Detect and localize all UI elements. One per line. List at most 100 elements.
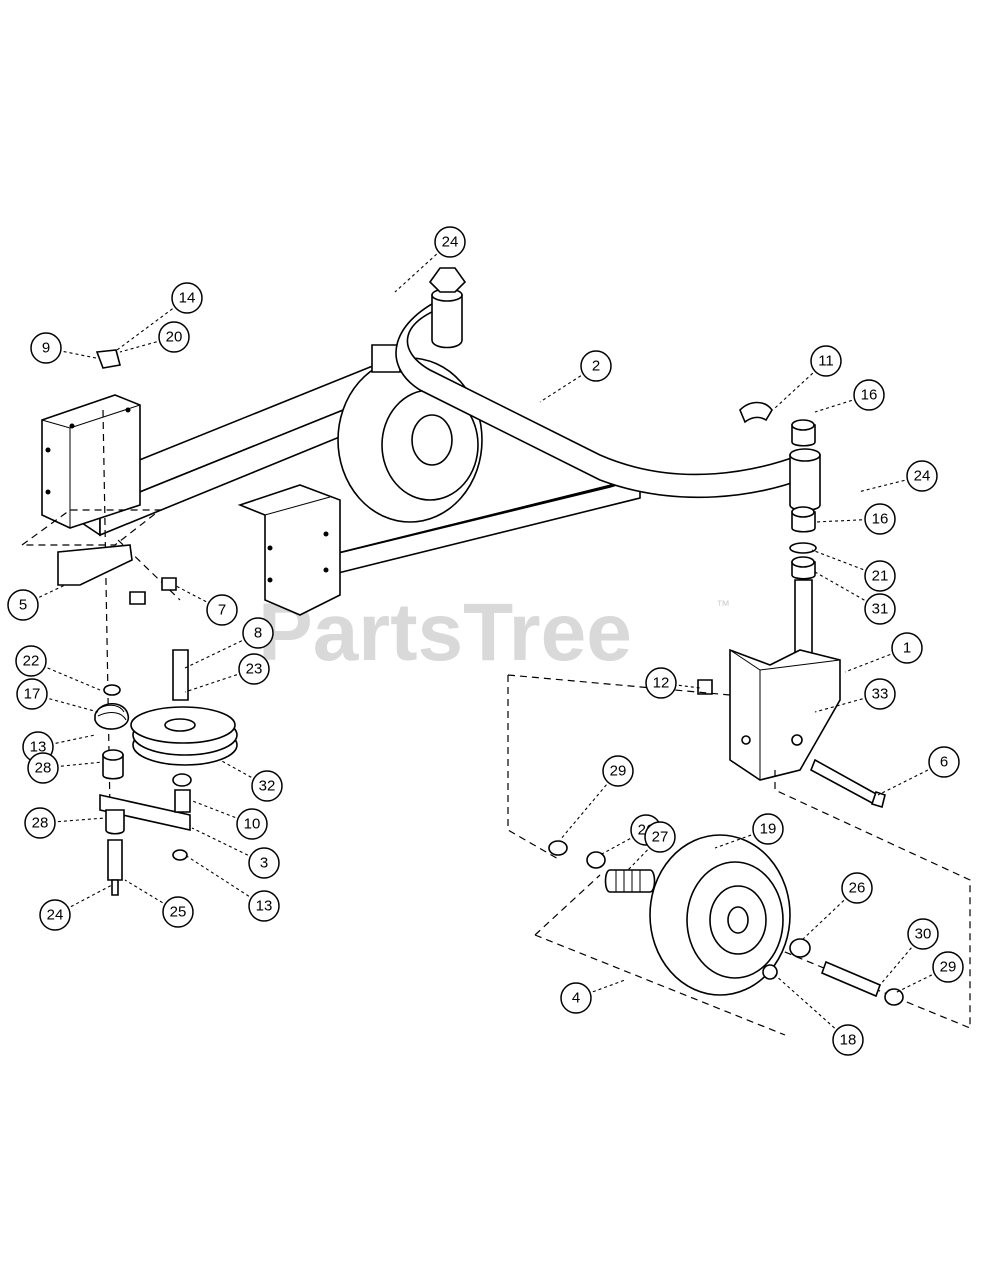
callout-number: 24 [914, 468, 931, 485]
callout-7: 7 [175, 585, 238, 626]
callout-circle [158, 321, 190, 353]
callout-3: 3 [191, 827, 280, 879]
callout-31: 31 [814, 571, 896, 625]
callout-number: 5 [19, 597, 27, 614]
callout-circle [864, 560, 896, 592]
callout-16: 16 [814, 379, 885, 413]
callout-number: 6 [940, 754, 948, 771]
left-bracket [41, 394, 141, 529]
callout-number: 1 [903, 640, 911, 657]
callout-number: 30 [915, 926, 932, 943]
callout-circle [932, 951, 964, 983]
callout-20: 20 [119, 321, 190, 353]
callout-29: 29 [559, 755, 634, 841]
callout-30: 30 [879, 918, 939, 986]
callout-leader [124, 879, 179, 913]
callout-leader [774, 974, 849, 1041]
callout-number: 7 [218, 602, 226, 619]
callout-number: 23 [246, 661, 263, 678]
callout-1: 1 [844, 632, 923, 673]
callout-number: 3 [260, 855, 268, 872]
callout-33: 33 [814, 678, 896, 713]
callout-circle [30, 332, 62, 364]
callout-circle [39, 899, 71, 931]
callout-circle [248, 890, 280, 922]
callout-9: 9 [30, 332, 97, 364]
callout-leader [814, 518, 881, 523]
callout-circle [171, 282, 203, 314]
callout-14: 14 [116, 282, 203, 351]
callout-circle [907, 918, 939, 950]
callout-circle [7, 589, 39, 621]
callout-32: 32 [219, 759, 283, 802]
callout-22: 22 [15, 645, 101, 691]
callout-circle [928, 746, 960, 778]
callout-number: 2 [592, 358, 600, 375]
callout-circle [242, 617, 274, 649]
callout-number: 24 [47, 907, 64, 924]
callout-17: 17 [16, 678, 99, 713]
callout-number: 27 [652, 829, 669, 846]
pulley [130, 706, 238, 766]
callout-27: 27 [627, 821, 676, 871]
callout-13: 13 [184, 854, 280, 922]
callout-leader [857, 475, 923, 493]
callout-circle [580, 350, 612, 382]
callout-number: 22 [23, 653, 40, 670]
callout-leader [844, 647, 908, 673]
callout-5: 5 [7, 584, 66, 621]
callout-8: 8 [184, 617, 274, 669]
callout-circle [602, 755, 634, 787]
callout-circle [853, 379, 885, 411]
callout-24: 24 [39, 884, 113, 931]
callout-circle [832, 1024, 864, 1056]
callout-leader [54, 884, 113, 916]
callout-number: 19 [760, 821, 777, 838]
callout-number: 26 [849, 880, 866, 897]
callout-number: 8 [254, 625, 262, 642]
callout-25: 25 [124, 879, 194, 928]
callout-11: 11 [774, 345, 842, 409]
callout-circle [236, 808, 268, 840]
callout-circle [27, 752, 59, 784]
callout-leader [184, 854, 265, 907]
callout-23: 23 [184, 653, 270, 693]
callout-circle [238, 653, 270, 685]
callout-number: 13 [256, 898, 273, 915]
callout-circle [644, 821, 676, 853]
callout-circle [560, 982, 592, 1014]
callout-number: 16 [872, 511, 889, 528]
callout-circle [16, 678, 48, 710]
callout-number: 28 [35, 760, 52, 777]
callout-number: 18 [840, 1032, 857, 1049]
callout-circle [752, 813, 784, 845]
callout-circle [864, 678, 896, 710]
front-caster-wheel [548, 834, 904, 1006]
callout-leader [894, 966, 949, 994]
callout-circle [906, 460, 938, 492]
callout-circle [24, 807, 56, 839]
callout-number: 33 [872, 686, 889, 703]
callout-number: 9 [42, 340, 50, 357]
callout-number: 29 [610, 763, 627, 780]
callout-29: 29 [894, 951, 964, 994]
callout-26: 26 [801, 872, 873, 941]
callout-21: 21 [811, 549, 896, 592]
callout-number: 20 [166, 329, 183, 346]
callout-leader [539, 365, 597, 403]
callout-number: 28 [32, 815, 49, 832]
callout-10: 10 [189, 799, 268, 840]
callout-number: 31 [872, 601, 889, 618]
callout-number: 11 [818, 353, 834, 370]
callout-number: 16 [861, 387, 878, 404]
callout-number: 10 [244, 816, 261, 833]
callout-circle [251, 770, 283, 802]
callout-4: 4 [560, 979, 626, 1014]
callout-leader [37, 734, 96, 748]
callout-16: 16 [814, 503, 896, 535]
callout-number: 17 [24, 686, 41, 703]
callout-circle [645, 667, 677, 699]
